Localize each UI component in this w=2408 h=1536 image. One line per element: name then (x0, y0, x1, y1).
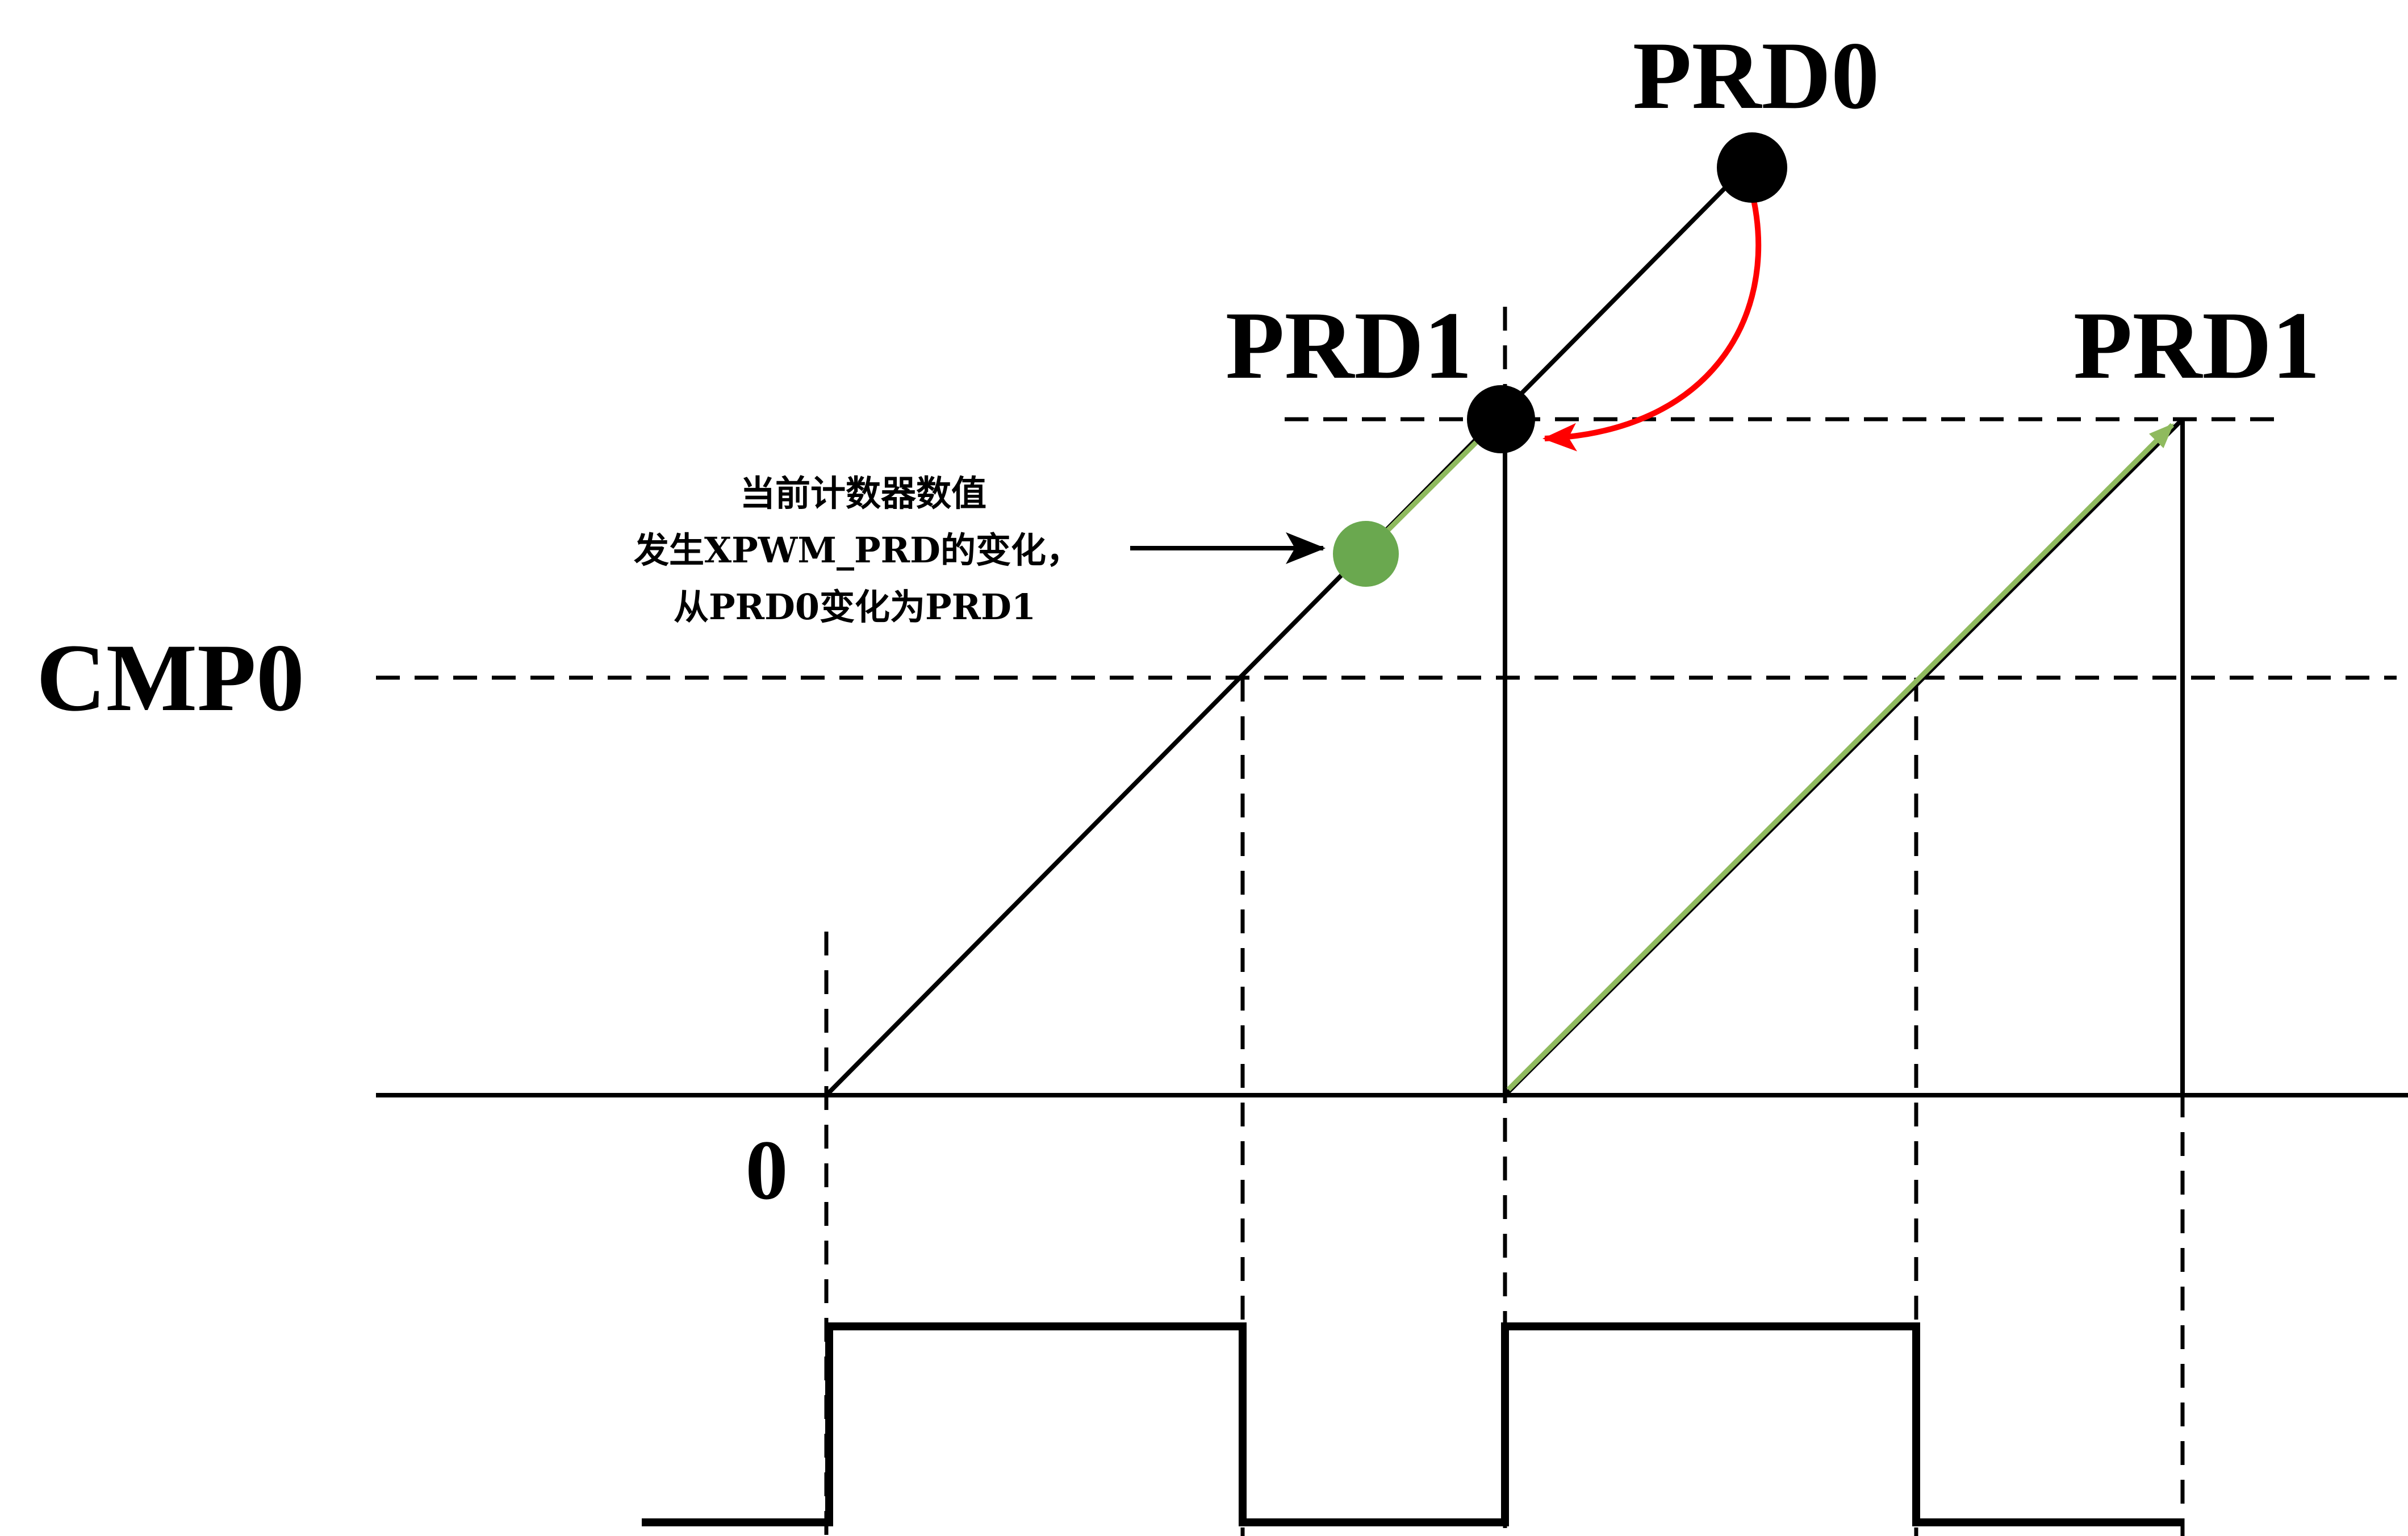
green-arrow-ramp-2 (1506, 423, 2175, 1092)
prd1-right-label: PRD1 (2073, 292, 2320, 399)
cmp0-label: CMP0 (36, 624, 304, 731)
annotation-line-3: 从PRD0变化为PRD1 (674, 586, 1036, 628)
prd1-point (1467, 385, 1535, 453)
current-counter-point (1333, 521, 1399, 587)
annotation-line-1: 当前计数器数值 (740, 473, 986, 514)
counter-ramp-1 (825, 168, 1745, 1097)
zero-label: 0 (746, 1123, 788, 1217)
prd0-point (1717, 132, 1787, 203)
prd0-label: PRD0 (1633, 22, 1879, 129)
prd1-left-label: PRD1 (1226, 292, 1472, 399)
annotation-line-2: 发生XPWM_PRD的变化， (634, 529, 1081, 571)
red-curved-arrow (1542, 199, 1762, 452)
green-arrow-to-prd1 (1368, 423, 1496, 550)
pwm-output-waveform (642, 1322, 2183, 1526)
